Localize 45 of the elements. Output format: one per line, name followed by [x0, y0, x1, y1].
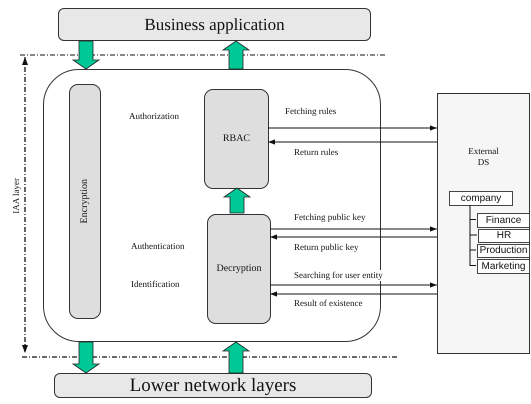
block-arrow	[222, 40, 250, 70]
edge-label: Return public key	[293, 242, 360, 253]
block-arrow	[222, 342, 250, 374]
node-label: Lower network layers	[130, 374, 296, 398]
node-label: Decryption	[216, 262, 262, 276]
process-box	[69, 84, 101, 319]
block-arrow	[72, 40, 100, 70]
layer-frame	[43, 69, 381, 342]
tree-item	[449, 191, 513, 206]
edge-label: Fetching public key	[293, 212, 366, 223]
block-arrow	[72, 342, 100, 374]
function-label: Authentication	[131, 241, 184, 252]
node-label: Production	[480, 246, 528, 256]
arrow	[270, 234, 438, 240]
function-label: Authorization	[129, 111, 179, 122]
dimension-label: IAA layer	[11, 178, 22, 214]
arrow	[268, 139, 438, 145]
arrow	[270, 291, 438, 297]
tree-item	[477, 259, 530, 274]
function-label: Identification	[131, 279, 180, 290]
layer-box	[54, 373, 372, 398]
node-label: Finance	[486, 216, 522, 226]
edge-label: Result of existence	[293, 298, 364, 309]
arrow	[270, 226, 438, 232]
arrow	[268, 125, 438, 131]
tree-item	[477, 244, 530, 258]
edge-label: Searching for user entity	[293, 270, 384, 281]
tree-line	[470, 204, 476, 266]
edge-label: Return rules	[293, 147, 340, 158]
block-arrow	[222, 188, 252, 214]
node-label: Marketing	[482, 262, 526, 272]
node-label: Business application	[144, 14, 285, 36]
process-box	[204, 89, 269, 189]
node-label: company	[460, 194, 502, 204]
node-label: Encryption	[78, 179, 91, 224]
layer-box	[58, 8, 371, 41]
edge-label: Fetching rules	[284, 106, 338, 117]
tree-item	[478, 229, 530, 243]
directory-box	[437, 93, 530, 354]
node-label: RBAC	[222, 132, 250, 146]
tree-item	[477, 213, 530, 228]
arrow	[270, 282, 438, 288]
node-label: HR	[496, 231, 512, 241]
process-box	[207, 214, 271, 324]
node-label: External DS	[467, 146, 500, 168]
